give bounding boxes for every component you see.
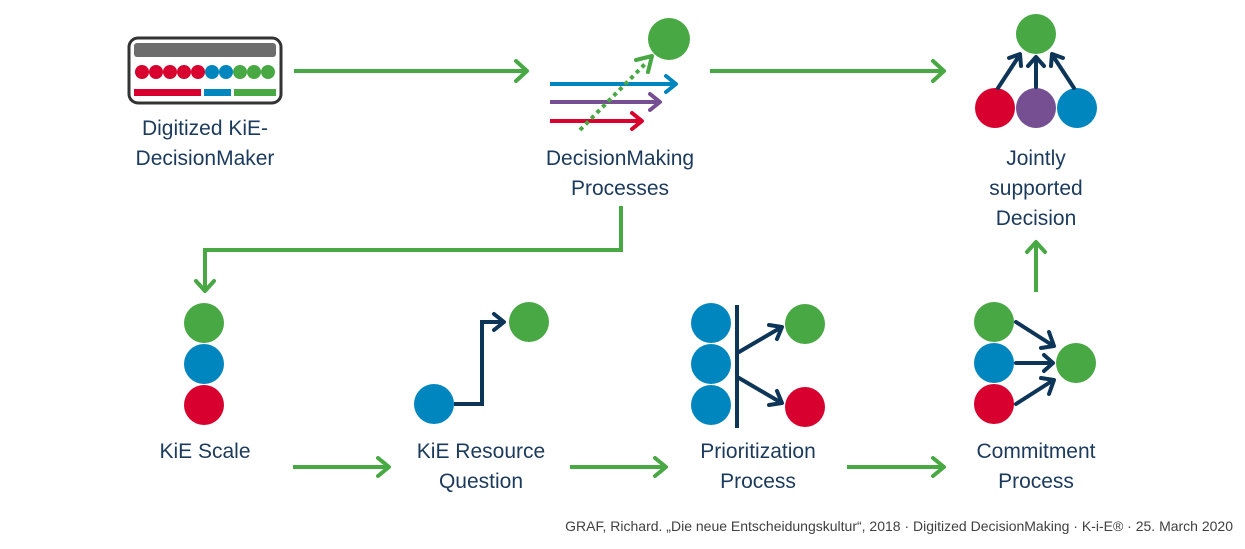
purple-arrow (550, 92, 662, 112)
label-line: Jointly (1006, 147, 1066, 170)
red-arrow (550, 111, 644, 131)
stacked-circles-icon (184, 303, 224, 425)
branch-icon (691, 303, 825, 428)
label-line: Question (438, 470, 524, 493)
flow-arrow-processes-to-joint (710, 59, 946, 83)
label-line: Decision (995, 207, 1077, 230)
label-commitment: Commitment Process (936, 437, 1136, 497)
label-line: KiE Scale (159, 440, 251, 463)
dashboard-icon (127, 36, 283, 105)
dashboard-dots (135, 65, 275, 79)
label-kie-scale: KiE Scale (105, 437, 305, 467)
label-line: supported (989, 177, 1083, 200)
citation-footer: GRAF, Richard. „Die neue Entscheidungsku… (565, 518, 1233, 534)
flow-arrow-processes-to-scale (194, 206, 623, 293)
merge-icon (974, 302, 1096, 424)
joint-decision-icon (975, 14, 1097, 128)
label-line: Commitment (976, 440, 1096, 463)
step-arrow-icon (414, 302, 549, 424)
blue-arrow (550, 74, 678, 94)
label-decision-maker: Digitized KiE- DecisionMaker (105, 114, 305, 174)
dotted-green-arrow (578, 54, 654, 132)
flow-arrow-scale-to-resource (293, 456, 391, 478)
label-line: Prioritization (700, 440, 816, 463)
label-line: DecisionMaker (135, 147, 275, 170)
label-line: Processes (570, 177, 670, 200)
flow-arrow-prioritization-to-commitment (847, 456, 946, 478)
goal-circle (648, 18, 690, 60)
label-line: Digitized KiE- (141, 117, 269, 140)
label-line: Process (720, 470, 796, 493)
label-joint-decision: Jointly supported Decision (936, 144, 1136, 234)
flow-arrow-resource-to-prioritization (570, 456, 668, 478)
flow-arrow-maker-to-processes (294, 59, 529, 83)
label-line: KiE Resource (416, 440, 546, 463)
label-line: DecisionMaking (545, 147, 695, 170)
label-line: Process (998, 470, 1074, 493)
converging-arrows-icon (550, 18, 690, 132)
label-prioritization: Prioritization Process (658, 437, 858, 497)
flow-arrow-commitment-to-joint (1025, 240, 1047, 292)
label-decision-processes: DecisionMaking Processes (520, 144, 720, 204)
label-resource-question: KiE Resource Question (381, 437, 581, 497)
